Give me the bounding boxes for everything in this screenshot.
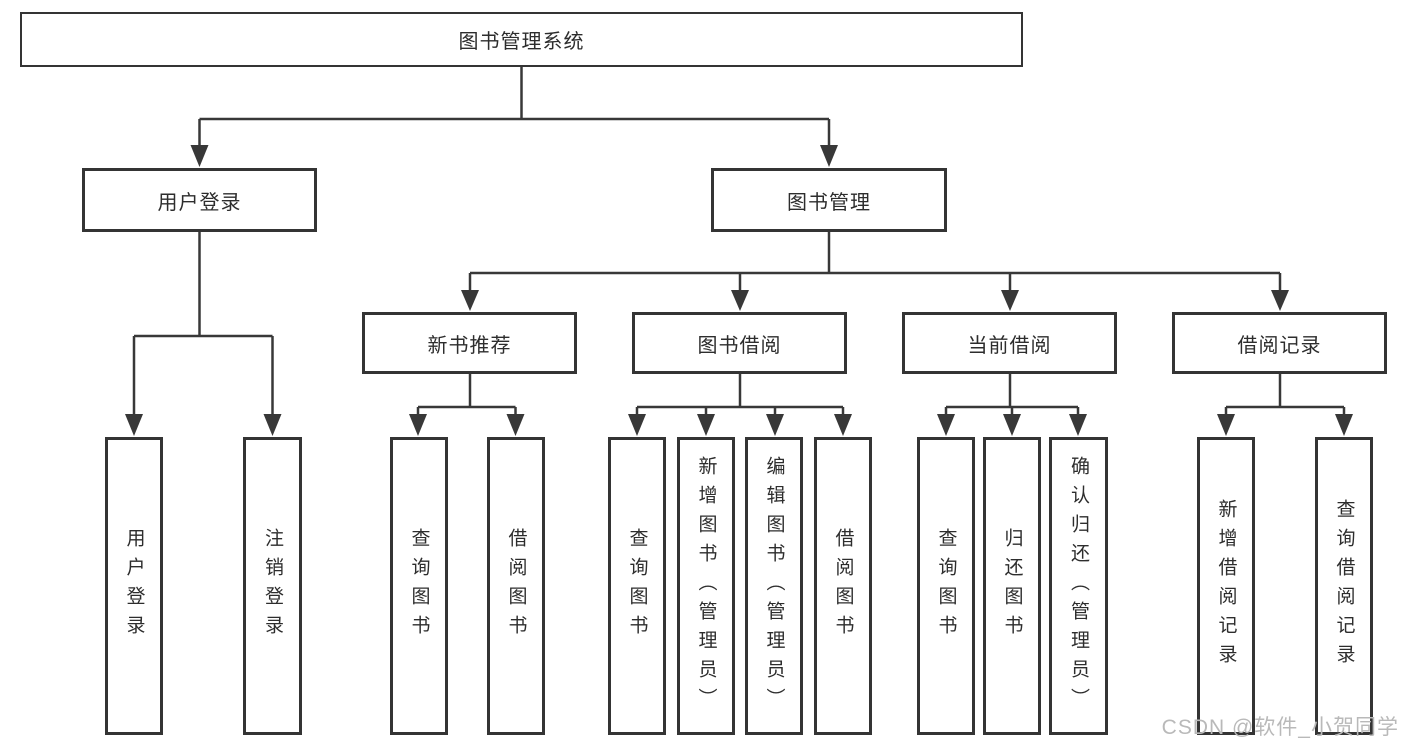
leaf-confirm-return-admin-label: 确认归还（管理员） (1068, 455, 1089, 717)
node-library-management-system-label: 图书管理系统 (458, 31, 585, 53)
leaf-query-borrow-record: 查询借阅记录 (1315, 437, 1373, 735)
leaf-newbooks-query-books-label: 查询图书 (408, 528, 430, 644)
leaf-add-borrow-record: 新增借阅记录 (1197, 437, 1255, 735)
leaf-add-books-admin-label: 新增图书（管理员） (695, 455, 717, 717)
node-book-management-label: 图书管理 (787, 191, 871, 214)
node-library-management-system: 图书管理系统 (20, 12, 1023, 67)
arrowheads (125, 145, 1353, 436)
leaf-user-login: 用户登录 (105, 437, 163, 735)
node-book-management: 图书管理 (711, 168, 947, 232)
leaf-borrowing-borrow-books-label: 借阅图书 (832, 528, 854, 644)
node-user-login-branch-label: 用户登录 (157, 191, 242, 214)
leaf-current-query-books: 查询图书 (917, 437, 975, 735)
leaf-borrowing-borrow-books: 借阅图书 (814, 437, 872, 735)
leaf-add-books-admin: 新增图书（管理员） (677, 437, 735, 735)
leaf-newbooks-borrow-books: 借阅图书 (487, 437, 545, 735)
leaf-borrowing-query-books-label: 查询图书 (626, 528, 648, 644)
leaf-newbooks-query-books: 查询图书 (390, 437, 448, 735)
leaf-edit-books-admin: 编辑图书（管理员） (745, 437, 803, 735)
leaf-logout: 注销登录 (243, 437, 302, 735)
csdn-watermark: CSDN @软件_小贺同学 (1161, 716, 1399, 739)
node-user-login-branch: 用户登录 (82, 168, 317, 232)
node-borrowing-records-label: 借阅记录 (1237, 334, 1322, 357)
node-book-borrowing: 图书借阅 (632, 312, 847, 374)
node-new-book-recommend: 新书推荐 (362, 312, 577, 374)
leaf-edit-books-admin-label: 编辑图书（管理员） (763, 455, 785, 717)
node-borrowing-records: 借阅记录 (1172, 312, 1387, 374)
node-book-borrowing-label: 图书借阅 (697, 334, 782, 357)
leaf-borrowing-query-books: 查询图书 (608, 437, 666, 735)
leaf-return-books: 归还图书 (983, 437, 1041, 735)
node-current-borrowing-label: 当前借阅 (967, 334, 1052, 357)
node-current-borrowing: 当前借阅 (902, 312, 1117, 374)
leaf-user-login-label: 用户登录 (123, 528, 145, 644)
leaf-query-borrow-record-label: 查询借阅记录 (1333, 499, 1355, 673)
leaf-return-books-label: 归还图书 (1001, 528, 1023, 644)
node-new-book-recommend-label: 新书推荐 (427, 334, 512, 357)
leaf-logout-label: 注销登录 (262, 528, 283, 644)
leaf-current-query-books-label: 查询图书 (935, 528, 957, 644)
leaf-add-borrow-record-label: 新增借阅记录 (1215, 499, 1237, 673)
leaf-newbooks-borrow-books-label: 借阅图书 (505, 528, 527, 644)
leaf-confirm-return-admin: 确认归还（管理员） (1049, 437, 1108, 735)
